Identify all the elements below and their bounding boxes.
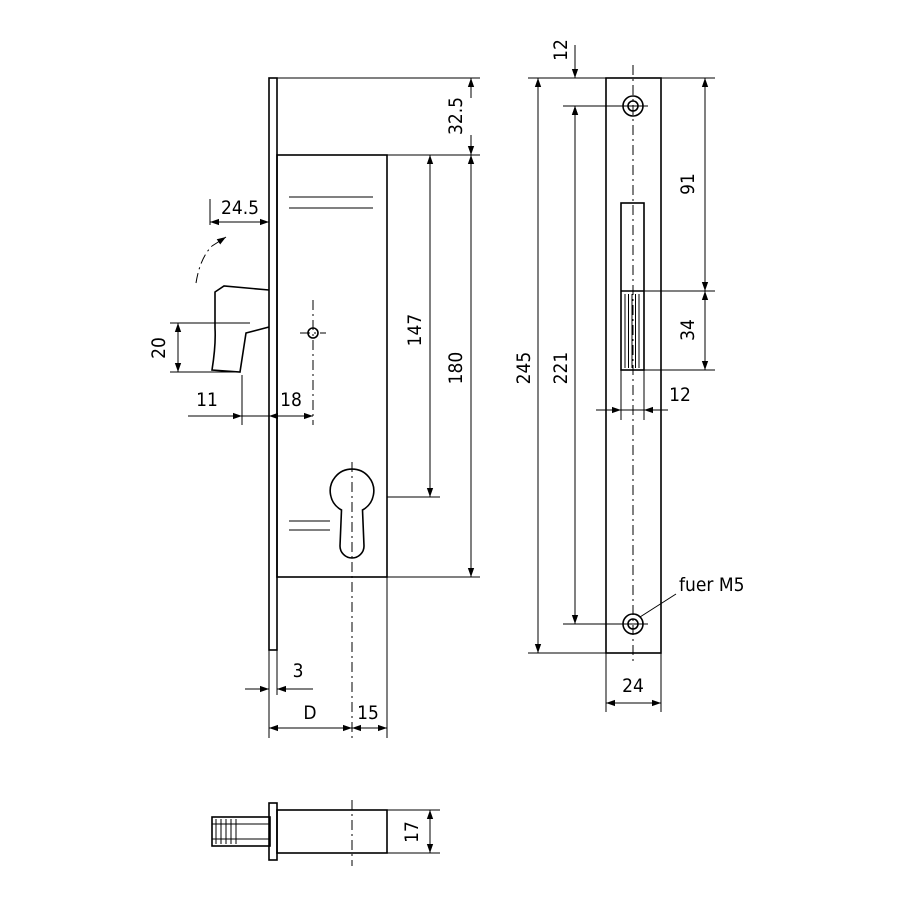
dim-24-label: 24 — [622, 675, 644, 697]
dim-18-label: 18 — [280, 389, 302, 411]
bolt-end — [211, 816, 271, 847]
dim-91: 91 — [644, 77, 715, 292]
hook-bolt — [211, 285, 270, 373]
dim-24-5-label: 24.5 — [221, 197, 259, 219]
lock-front-view — [195, 77, 388, 740]
dim-20-label: 20 — [148, 337, 170, 359]
dim-11-18: 11 18 — [188, 375, 313, 425]
dim-11-label: 11 — [196, 389, 218, 411]
note-screw-label: fuer M5 — [679, 574, 744, 596]
dim-221-label: 221 — [550, 352, 572, 385]
dim-34: 34 — [644, 291, 715, 371]
dim-12-top-label: 12 — [550, 39, 572, 61]
faceplate-side-view — [605, 65, 662, 665]
dim-34-label: 34 — [677, 319, 699, 341]
dim-24-5: 24.5 — [209, 197, 269, 226]
dim-d-15: D 15 — [268, 577, 388, 738]
dim-180-label: 180 — [445, 352, 467, 385]
case-bottom — [276, 809, 388, 854]
cylinder-cutout — [329, 468, 375, 559]
lock-case — [276, 154, 388, 578]
dim-15-label: 15 — [357, 702, 379, 724]
dim-24: 24 — [605, 653, 662, 712]
bolt-opening — [620, 202, 645, 371]
dim-3: 3 — [245, 650, 313, 695]
dim-245-label: 245 — [513, 352, 535, 385]
dim-245: 245 — [513, 77, 606, 654]
dim-32-5: 32.5 — [277, 77, 480, 156]
dim-17-label: 17 — [401, 821, 423, 843]
faceplate — [268, 77, 278, 651]
bolt-hatch — [624, 294, 640, 368]
dim-12-bolt: 12 — [596, 370, 691, 420]
note-screw: fuer M5 — [639, 574, 744, 618]
dim-147-label: 147 — [404, 314, 426, 347]
dim-17: 17 — [387, 809, 440, 854]
dim-3-label: 3 — [293, 660, 304, 682]
bottom-view — [211, 800, 388, 866]
dim-d-label: D — [303, 702, 316, 724]
dim-20: 20 — [148, 322, 250, 373]
dim-91-label: 91 — [677, 173, 699, 195]
dim-221: 221 — [550, 106, 618, 625]
dim-180: 180 — [387, 155, 480, 578]
dim-32-5-label: 32.5 — [445, 97, 467, 135]
dim-12-bolt-label: 12 — [669, 384, 691, 406]
dim-147: 147 — [387, 155, 440, 498]
dim-12-top: 12 — [550, 39, 618, 128]
